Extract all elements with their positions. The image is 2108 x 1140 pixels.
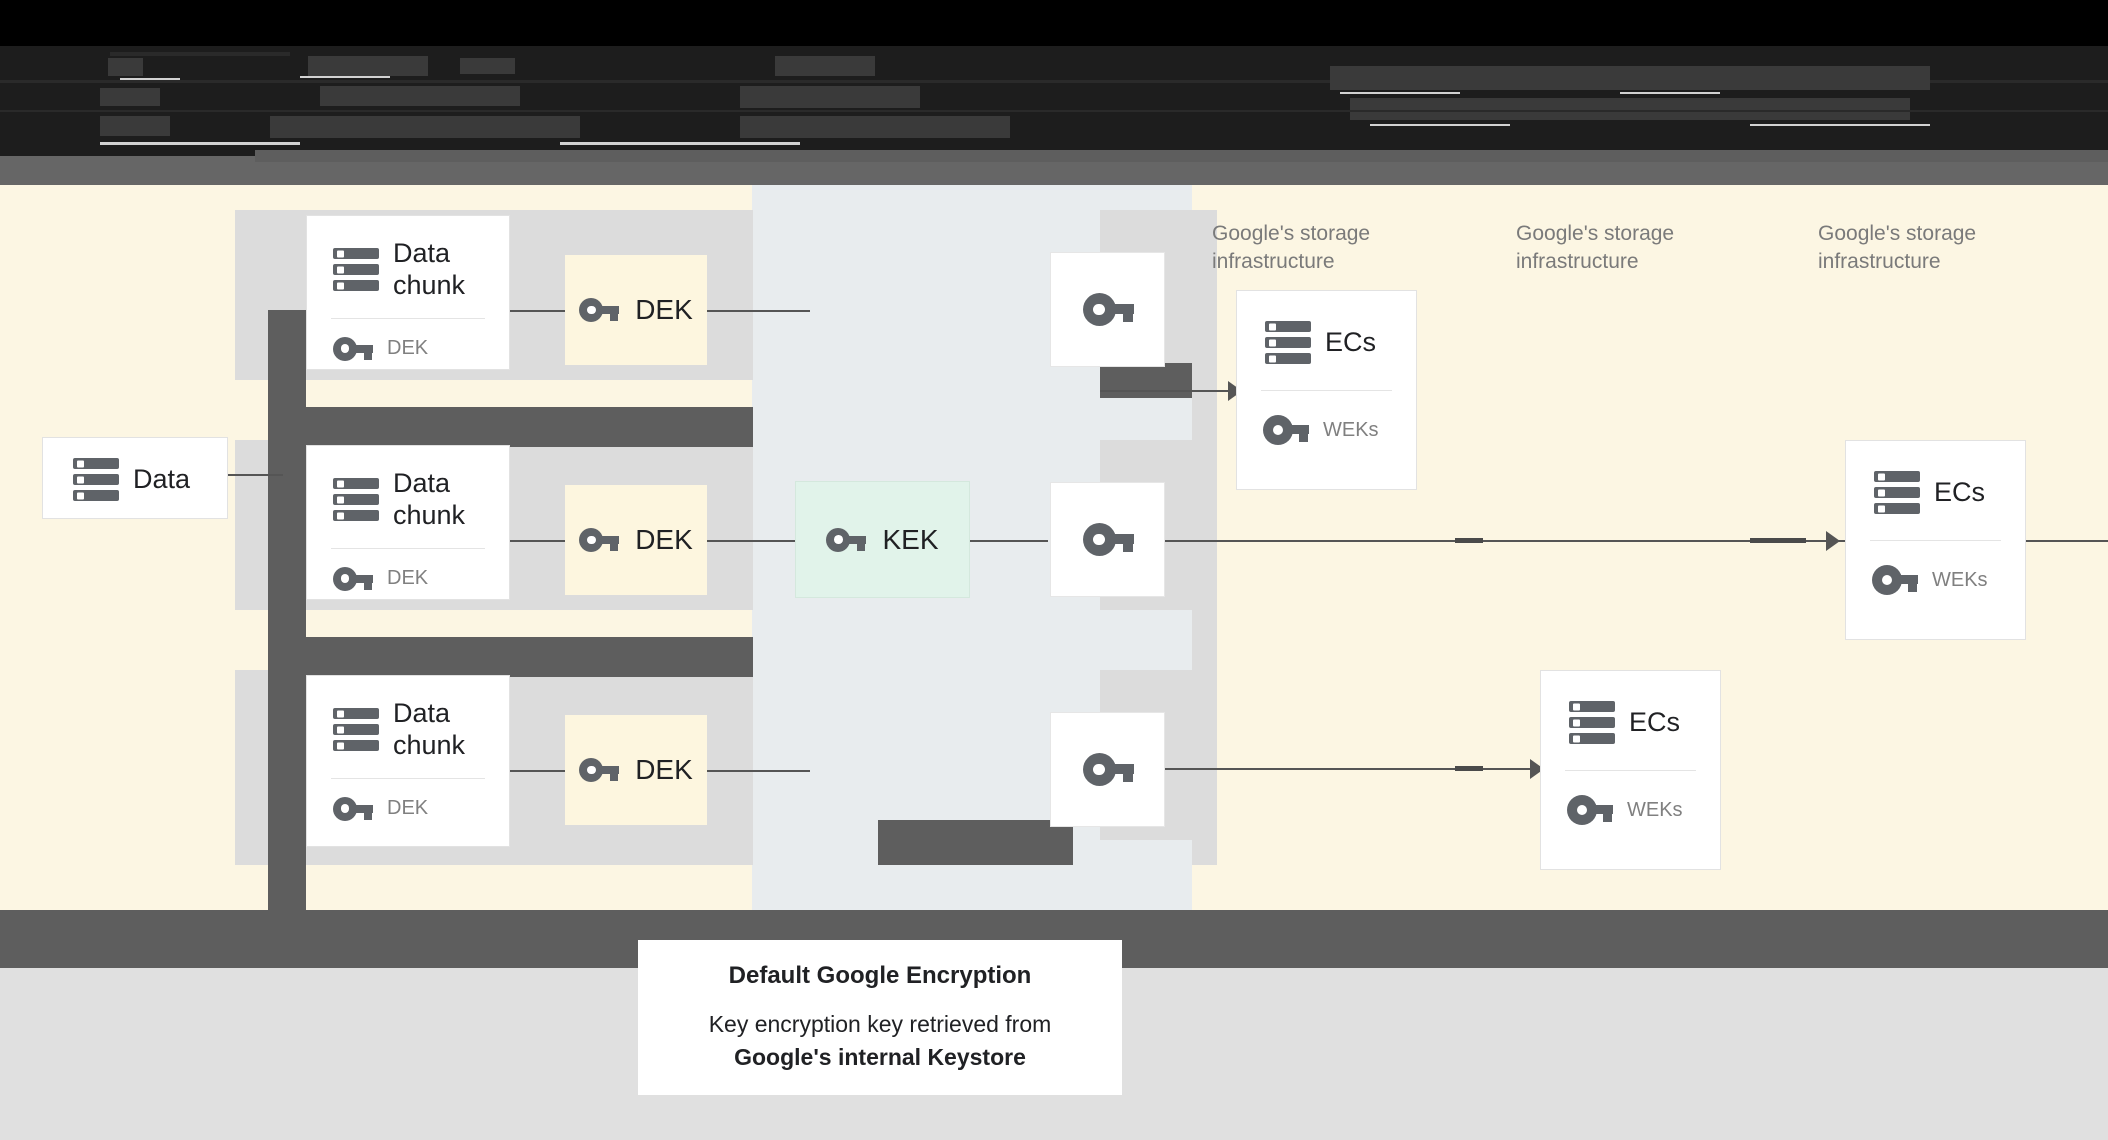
connector-dek2-wrap (707, 540, 810, 542)
connector-dek1-wrap (707, 310, 810, 312)
key-icon (1567, 795, 1613, 825)
card-ec-2[interactable]: ECs WEKs (1845, 440, 2026, 640)
key-icon (1872, 565, 1918, 595)
card-wrapped-key-2[interactable] (1050, 482, 1165, 597)
card-ec-key-label: WEKs (1932, 568, 1988, 591)
card-data-chunk-1[interactable]: Data chunk DEK (306, 215, 510, 370)
card-chunk-key-label: DEK (387, 797, 429, 820)
card-data-source-title: Data (133, 463, 191, 494)
band-storage-edge (1192, 210, 1217, 865)
arrow-seg-c (1455, 766, 1483, 771)
arrow-seg-b (1750, 538, 1806, 543)
card-chunk-key-label: DEK (387, 337, 429, 360)
connector-source-to-chunk (228, 474, 283, 476)
connector-dek3-wrap (707, 770, 810, 772)
key-icon (579, 758, 620, 782)
card-ec-title: ECs (1629, 706, 1681, 737)
card-ec-key-label: WEKs (1627, 798, 1683, 821)
arrow-wrap1-to-ec1 (1100, 390, 1230, 392)
obscure-bar-h1 (268, 407, 753, 447)
card-ec-title: ECs (1325, 326, 1377, 357)
obscure-bar-h4 (878, 820, 1073, 865)
top-grey-strip-2 (255, 150, 2108, 162)
card-ec-1[interactable]: ECs WEKs (1236, 290, 1417, 490)
pill-kek[interactable]: KEK (795, 481, 970, 598)
key-icon (1082, 293, 1134, 326)
card-chunk-title: Data chunk (393, 698, 466, 760)
server-stack-icon (333, 248, 379, 292)
card-chunk-key-label: DEK (387, 567, 429, 590)
arrow-wrap2-to-ec2 (1160, 540, 2108, 542)
caption-line-2: Google's internal Keystore (734, 1043, 1026, 1070)
pill-dek-label: DEK (635, 754, 693, 785)
key-icon (579, 298, 620, 322)
connector-chunk1-dek (510, 310, 565, 312)
key-icon (333, 796, 373, 821)
key-icon (579, 528, 620, 552)
card-ec-title: ECs (1934, 476, 1986, 507)
card-data-source[interactable]: Data (42, 437, 228, 519)
card-chunk-title: Data chunk (393, 238, 466, 300)
pill-dek-3[interactable]: DEK (565, 715, 707, 825)
server-stack-icon (333, 478, 379, 522)
pill-dek-label: DEK (635, 524, 693, 555)
card-divider (1565, 770, 1696, 771)
server-stack-icon (333, 708, 379, 752)
card-divider (331, 317, 485, 319)
pill-dek-1[interactable]: DEK (565, 255, 707, 365)
card-wrapped-key-1[interactable] (1050, 252, 1165, 367)
label-storage-section-1: Google's storage infrastructure (1212, 222, 1371, 274)
diagram-stage: Data Data chunk DEK (0, 185, 2108, 950)
key-icon (333, 566, 373, 591)
server-stack-icon (1265, 321, 1311, 364)
obscure-bar-h2 (268, 637, 753, 677)
caption-line-1: Key encryption key retrieved from (708, 1011, 1052, 1038)
label-storage-section-2: Google's storage infrastructure (1516, 222, 1675, 274)
card-data-chunk-3[interactable]: Data chunk DEK (306, 675, 510, 847)
connector-kek-wrap2 (968, 540, 1048, 542)
caption-title: Default Google Encryption (728, 962, 1032, 990)
top-black-strip (0, 0, 2108, 46)
top-obscured-banner (0, 46, 2108, 156)
key-icon (333, 336, 373, 361)
card-divider (331, 777, 485, 779)
card-divider (1261, 390, 1392, 391)
key-icon (1263, 415, 1309, 445)
connector-chunk2-dek (510, 540, 565, 542)
obscure-bar-vertical (268, 310, 306, 950)
card-data-chunk-2[interactable]: Data chunk DEK (306, 445, 510, 600)
label-storage-section-3: Google's storage infrastructure (1818, 222, 1977, 274)
pill-dek-label: DEK (635, 294, 693, 325)
obscure-bar-h3 (1100, 363, 1192, 398)
key-icon (1082, 753, 1134, 786)
card-divider (1870, 540, 2001, 541)
arrowhead-ec2 (1826, 531, 1840, 551)
pill-kek-label: KEK (882, 523, 939, 555)
card-ec-3[interactable]: ECs WEKs (1540, 670, 1721, 870)
caption-card: Default Google Encryption Key encryption… (638, 940, 1122, 1095)
arrow-wrap3-to-ec3 (1160, 768, 1535, 770)
key-icon (826, 527, 867, 552)
connector-chunk3-dek (510, 770, 565, 772)
card-wrapped-key-3[interactable] (1050, 712, 1165, 827)
caption-body: Key encryption key retrieved from Google… (709, 1008, 1052, 1072)
key-icon (1082, 523, 1134, 556)
server-stack-icon (1569, 701, 1615, 744)
server-stack-icon (1874, 471, 1920, 514)
arrow-seg-a (1455, 538, 1483, 543)
card-chunk-title: Data chunk (393, 468, 466, 530)
card-ec-key-label: WEKs (1323, 418, 1379, 441)
card-divider (331, 547, 485, 549)
server-stack-icon (73, 458, 119, 501)
pill-dek-2[interactable]: DEK (565, 485, 707, 595)
